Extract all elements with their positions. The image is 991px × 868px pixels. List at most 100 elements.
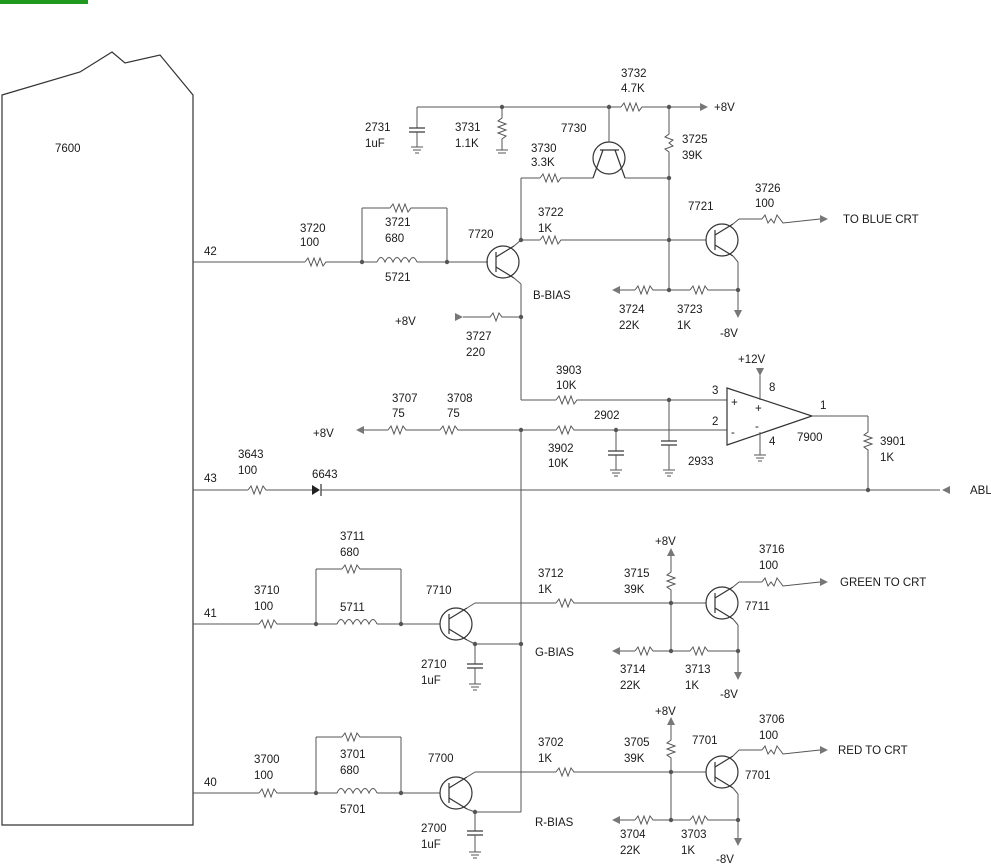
- ic-ref: 7600: [55, 143, 81, 155]
- opamp-inner-plus: +: [755, 403, 762, 415]
- resistor-3720: [304, 256, 362, 268]
- abl-label: ABL: [970, 485, 991, 497]
- c2731-value: 1uF: [365, 138, 385, 150]
- c2700-value: 1uF: [421, 839, 441, 851]
- r3702-value: 1K: [538, 753, 552, 765]
- resistor-3901: [862, 416, 874, 490]
- l5721-label: 5721: [385, 272, 411, 284]
- resistor-3701: [341, 731, 401, 743]
- r3643-ref: 3643: [238, 449, 264, 461]
- r3902-ref: 3902: [548, 443, 574, 455]
- resistor-3722: [539, 234, 669, 246]
- resistor-3713: [689, 645, 738, 657]
- q7730-label: 7730: [561, 123, 587, 135]
- red-bias-label: R-BIAS: [535, 817, 574, 829]
- q7720-label: 7720: [468, 229, 494, 241]
- transistor-7711: [705, 586, 739, 620]
- resistor-3703: [689, 814, 738, 826]
- r3711-ref: 3711: [340, 531, 365, 543]
- pin-41-label: 41: [204, 608, 217, 620]
- r3720-ref: 3720: [300, 223, 326, 235]
- opamp-pin-out: 1: [820, 400, 826, 412]
- r3723-value: 1K: [677, 320, 691, 332]
- r3732-ref: 3732: [621, 68, 647, 80]
- q7701-label-top: 7701: [692, 735, 718, 747]
- r3725-value: 39K: [682, 150, 703, 162]
- resistor-3710: [258, 618, 316, 630]
- c2700-ref: 2700: [421, 823, 447, 835]
- rail-plus8-green: +8V: [655, 536, 676, 548]
- r3720-value: 100: [300, 237, 319, 249]
- r3727-value: 220: [466, 347, 485, 359]
- r3707-value: 75: [392, 408, 405, 420]
- pin-42-label: 42: [204, 246, 217, 258]
- opamp-pin-gnd: 4: [769, 436, 776, 448]
- r3700-value: 100: [254, 770, 273, 782]
- pin-43-label: 43: [204, 473, 217, 485]
- r3730-ref: 3730: [531, 143, 557, 155]
- r3643-value: 100: [238, 465, 257, 477]
- rail-minus8-blue: -8V: [720, 328, 738, 340]
- q7711-label: 7711: [745, 601, 770, 613]
- rail-plus12: +12V: [738, 354, 766, 366]
- r3704-ref: 3704: [620, 829, 646, 841]
- blue-bias-label: B-BIAS: [533, 290, 571, 302]
- transistor-7720: [486, 245, 520, 279]
- r3710-value: 100: [254, 601, 273, 613]
- r3732-value: 4.7K: [621, 83, 645, 95]
- r3704-value: 22K: [620, 845, 641, 857]
- resistor-3715: [665, 556, 677, 651]
- rail-plus8-opamp: +8V: [313, 428, 334, 440]
- r3701-ref: 3701: [340, 749, 366, 761]
- opamp-pin-vcc: 8: [769, 382, 775, 394]
- r3712-ref: 3712: [538, 568, 564, 580]
- r3902-value: 10K: [548, 458, 569, 470]
- transistor-7701: [705, 755, 739, 789]
- resistor-3723: [689, 284, 738, 296]
- rail-minus8-red: -8V: [716, 854, 734, 866]
- resistor-3712: [555, 597, 671, 609]
- inductor-5721: [376, 257, 418, 264]
- resistor-3725: [663, 107, 675, 178]
- r3714-ref: 3714: [620, 664, 646, 676]
- r3702-ref: 3702: [538, 737, 564, 749]
- r3703-ref: 3703: [681, 829, 707, 841]
- r3710-ref: 3710: [254, 585, 280, 597]
- r3714-value: 22K: [620, 680, 641, 692]
- resistor-3903: [555, 394, 727, 406]
- r3731-ref: 3731: [455, 122, 481, 134]
- blue-output-label: TO BLUE CRT: [843, 214, 919, 226]
- r3705-ref: 3705: [624, 737, 650, 749]
- r3705-value: 39K: [624, 753, 645, 765]
- inductor-5701: [336, 788, 378, 795]
- r3721-ref: 3721: [385, 217, 411, 229]
- green-bias-label: G-BIAS: [535, 647, 574, 659]
- resistor-3724: [634, 284, 669, 296]
- opamp-ref: 7900: [797, 432, 823, 444]
- diode-6643: [312, 485, 320, 495]
- r3726-value: 100: [755, 198, 774, 210]
- r3721-value: 680: [385, 233, 404, 245]
- r3901-value: 1K: [880, 452, 894, 464]
- l5711-label: 5711: [340, 602, 365, 614]
- resistor-3706: [761, 744, 821, 756]
- resistor-3700: [258, 787, 316, 799]
- opamp-7900: [726, 387, 814, 446]
- resistor-3730: [539, 172, 593, 184]
- resistor-3727: [463, 311, 521, 323]
- r3726-ref: 3726: [755, 183, 781, 195]
- r3713-value: 1K: [685, 680, 699, 692]
- r3722-value: 1K: [538, 223, 552, 235]
- ic-7600-body: [1, 51, 194, 826]
- r3724-value: 22K: [619, 320, 640, 332]
- q7710-label: 7710: [426, 585, 452, 597]
- page-link-underline: [0, 0, 88, 4]
- r3703-value: 1K: [681, 845, 695, 857]
- r3730-value: 3.3K: [531, 157, 555, 169]
- r3706-value: 100: [759, 730, 778, 742]
- resistor-3702: [555, 766, 671, 778]
- q7700-label: 7700: [428, 753, 454, 765]
- r3722-ref: 3722: [538, 207, 564, 219]
- r3903-value: 10K: [556, 380, 577, 392]
- resistor-3707: [387, 424, 440, 436]
